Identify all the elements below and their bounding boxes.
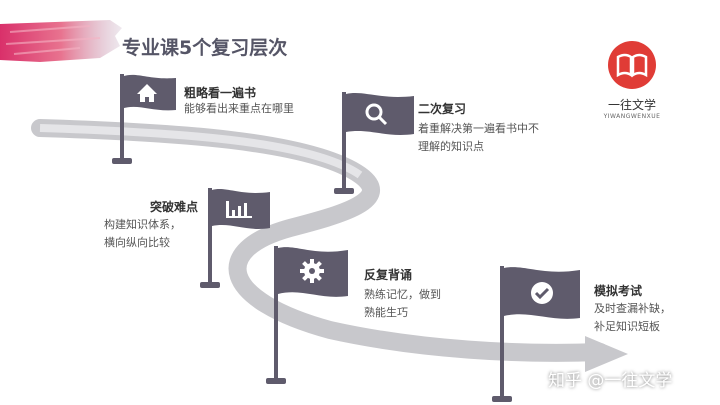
watermark: 知乎 @一往文学: [548, 371, 673, 391]
step-2-desc-line-1: 着重解决第一遍看书中不: [418, 122, 539, 135]
step-1-desc: 能够看出来重点在哪里: [184, 100, 294, 118]
step-5-title: 模拟考试: [594, 284, 643, 298]
logo-name: 一往文学: [607, 98, 656, 112]
flag-step-2: [334, 92, 414, 194]
step-1-title: 粗略看一遍书: [184, 86, 257, 100]
step-4-title: 反复背诵: [364, 268, 413, 282]
step-5-desc-line-2: 补足知识短板: [594, 320, 660, 333]
step-4-desc: 熟练记忆，做到 熟能生巧: [364, 286, 441, 322]
logo-subtitle: YIWANGWENXUE: [603, 113, 661, 120]
step-2-desc: 着重解决第一遍看书中不 理解的知识点: [418, 120, 539, 156]
step-2-desc-line-2: 理解的知识点: [418, 140, 484, 153]
search-icon: [365, 103, 388, 126]
page-title: 专业课5个复习层次: [122, 37, 288, 59]
brush-stroke-decoration: [0, 20, 122, 62]
step-1-desc-line-1: 能够看出来重点在哪里: [184, 102, 294, 115]
flag-step-3: [200, 188, 270, 288]
step-4-desc-line-2: 熟能生巧: [364, 306, 408, 319]
step-3-desc-line-1: 构建知识体系，: [104, 218, 181, 231]
flag-step-1: [112, 74, 176, 164]
logo: 一往文学 YIWANGWENXUE: [600, 40, 664, 120]
home-icon: [137, 84, 157, 102]
road-arrow-head: [585, 336, 628, 372]
step-4-desc-line-1: 熟练记忆，做到: [364, 288, 441, 301]
step-3-title: 突破难点: [150, 200, 199, 214]
book-logo-icon: [608, 41, 656, 89]
check-circle-icon: [531, 282, 553, 304]
step-5-desc-line-1: 及时查漏补缺，: [594, 302, 671, 315]
step-2-title: 二次复习: [418, 102, 467, 116]
step-3-desc-line-2: 横向纵向比较: [104, 236, 170, 249]
gear-icon: [300, 259, 324, 283]
step-5-desc: 及时查漏补缺， 补足知识短板: [594, 300, 671, 336]
step-3-desc: 构建知识体系， 横向纵向比较: [104, 216, 181, 252]
flag-step-4: [266, 246, 348, 384]
bar-chart-icon: [226, 201, 252, 218]
flag-step-5: [492, 266, 580, 402]
